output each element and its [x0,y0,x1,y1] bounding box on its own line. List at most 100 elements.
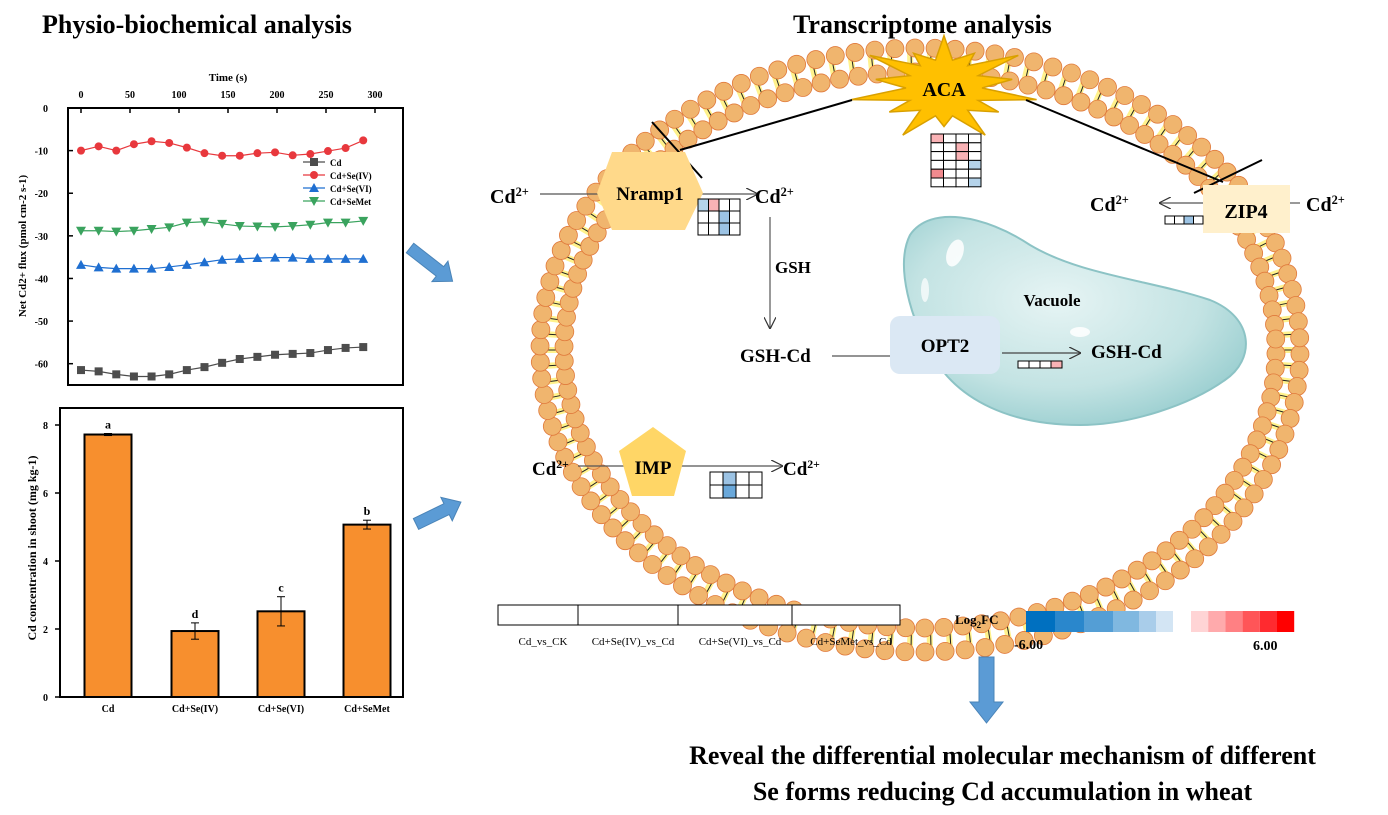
lipid-head-outer [559,225,578,245]
lipid-head-inner [1266,329,1286,349]
lipid-head-inner [915,618,935,638]
data-point [253,149,262,158]
data-point [306,150,315,159]
x-tick-label: 250 [319,90,334,101]
lipid-head-outer [1205,149,1225,169]
heatmap-cell [748,471,763,486]
lipid-head-inner [1071,92,1091,112]
lipid-head-inner [972,614,992,634]
lipid-head-outer [1244,484,1264,504]
bar [342,523,392,698]
data-point [94,142,103,151]
y-tick-label: 8 [43,421,48,432]
significance-letter: c [278,581,284,595]
lipid-head-outer [845,43,865,62]
lipid-head-outer [1278,264,1298,284]
comparison-cell [677,604,793,626]
lipid-head-inner [724,103,744,123]
opt2-transporter[interactable]: OPT2 [890,316,1000,374]
nramp1-transporter[interactable]: Nramp1 [597,152,703,230]
comparison-label: Cd+Se(IV)_vs_Cd [592,636,675,648]
lipid-head-outer [749,66,769,86]
data-point [112,146,121,155]
lipid-head-outer [1123,590,1143,610]
comparison-cell [791,604,901,626]
lipid-head-inner [1036,80,1056,100]
lipid-head-outer [689,586,708,605]
heatmap-cell [729,210,741,224]
legend-label: Cd+SeMet [330,197,371,207]
line-chart-y-axis-title: Net Cd2+ flux (pmol cm-2 s-1) [17,175,29,318]
lipid-head-inner [621,502,640,522]
data-point [147,372,156,381]
lipid-head-outer [825,46,845,65]
colorscale-swatch [1055,611,1084,632]
data-point [94,367,103,376]
heatmap-cell [729,198,741,212]
data-point [358,216,369,226]
aca-heatmap [930,133,982,188]
colorscale-swatch [1139,611,1156,632]
zip4-transporter[interactable]: ZIP4 [1203,185,1290,233]
data-point [340,218,351,228]
y-tick-label: 4 [43,557,48,568]
data-point [217,254,228,264]
heatmap-cell [968,168,982,179]
cd-ion-outside-zip4: Cd2+ [1306,193,1345,216]
transcriptome-heading: Transcriptome analysis [793,10,1052,39]
data-point [252,222,263,232]
data-point [306,349,315,358]
lipid-head-inner [1188,167,1208,186]
data-point [310,158,318,166]
heatmap-cell [729,222,741,236]
lipid-head-outer [581,491,601,511]
lipid-head-outer [1286,296,1306,315]
lipid-head-inner [632,514,652,533]
membrane-marker-line [651,121,703,179]
imp-pentagon [619,427,686,496]
lipid-head-inner [600,477,620,497]
lipid-head-outer [1253,470,1273,489]
significance-letter: b [364,504,371,518]
y-tick-label: -30 [35,232,48,243]
lipid-head-outer [533,304,553,323]
lipid-head-inner [896,618,916,638]
aca-transporter[interactable]: ACA [851,33,1037,136]
lipid-head-outer [1185,549,1205,569]
cd-ion-outside-nramp1: Cd2+ [490,185,529,208]
lipid-head-inner [1079,585,1099,604]
lipid-head-inner [701,565,720,585]
heatmap-cell [930,177,944,188]
nramp1-heatmap [697,198,741,236]
lipid-head-inner [1104,107,1124,127]
y-tick-label: -10 [35,147,48,158]
arrow-to-transcriptome-bottom [412,496,462,531]
lipid-head-inner [1096,577,1116,597]
bar [170,630,220,698]
cd-ion-outside-imp: Cd2+ [532,458,569,480]
lipid-head-inner [749,588,769,608]
lipid-head-inner [848,66,868,86]
data-point [323,346,332,355]
lipid-head-inner [716,573,736,593]
colorscale-swatch [1156,611,1173,632]
heatmap-cell [708,222,720,236]
lipid-head-outer [915,642,935,662]
x-tick-label: 100 [172,90,187,101]
lipid-head-outer [975,638,995,657]
conclusion-line-1: Reveal the differential molecular mechan… [689,741,1316,770]
series-cd-se-iv- [77,136,368,160]
lipid-head-outer [532,368,552,388]
lipid-head-outer [1289,360,1309,380]
heatmap-cell [943,133,957,144]
imp-transporter[interactable]: IMP [619,427,686,496]
data-point [217,219,228,229]
lipid-head-inner [1120,115,1139,135]
lipid-head-inner [793,78,813,97]
heatmap-cell [709,471,724,486]
data-point [359,343,368,352]
lipid-head-outer [1024,52,1044,72]
lipid-head-inner [1182,519,1202,539]
lipid-head-outer [1290,344,1310,364]
